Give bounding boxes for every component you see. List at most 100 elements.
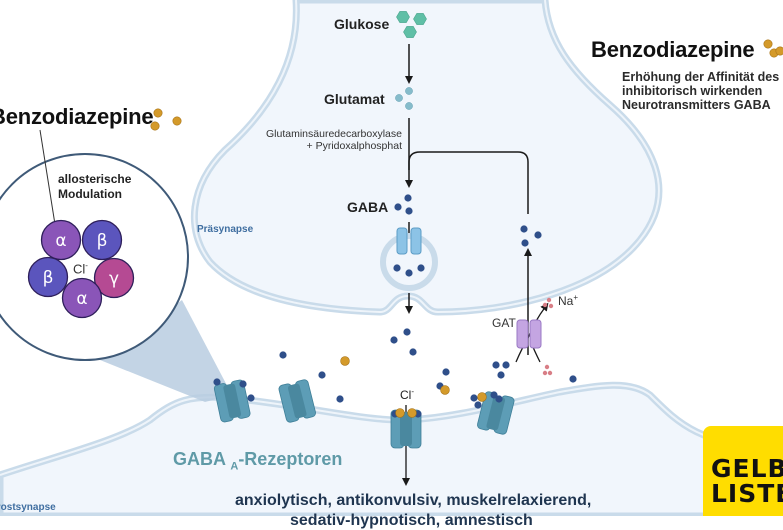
receptor-pore bbox=[287, 383, 307, 419]
gaba-molecule bbox=[405, 207, 413, 215]
sodium-symbol: Na bbox=[558, 294, 574, 308]
logo-line-1: GELBE bbox=[711, 454, 783, 483]
chloride-symbol: Cl bbox=[400, 388, 412, 402]
gaba-molecule bbox=[213, 378, 221, 386]
subunit-symbol: β bbox=[97, 231, 108, 251]
gaba-molecule bbox=[474, 401, 482, 409]
receptor-pore bbox=[400, 412, 412, 446]
gaba-a-receptor bbox=[213, 379, 251, 423]
benzodiazepine-molecule bbox=[395, 408, 405, 418]
vesicular-transporter bbox=[396, 227, 422, 255]
modulation-line-1: allosterische bbox=[58, 172, 132, 186]
subunit-beta bbox=[81, 219, 123, 261]
receptor-pore bbox=[223, 383, 242, 419]
sodium-ion bbox=[547, 370, 553, 376]
gaba-a-receptor bbox=[477, 391, 515, 435]
note-line: Erhöhung der Affinität des bbox=[622, 70, 780, 84]
receptor-main: GABA bbox=[173, 449, 226, 469]
postsynapse-label: Postsynapse bbox=[0, 502, 56, 513]
benzodiazepine-molecule bbox=[440, 385, 450, 395]
glucose-molecule bbox=[396, 11, 410, 23]
inset-chloride-charge: - bbox=[85, 261, 88, 270]
subunit-gamma bbox=[93, 257, 135, 299]
gaba-molecule bbox=[279, 351, 287, 359]
subunit-symbol: α bbox=[76, 289, 87, 309]
subunit-beta bbox=[27, 256, 69, 298]
gaba-molecule bbox=[239, 380, 247, 388]
synaptic-vesicle bbox=[380, 233, 438, 291]
gaba-molecule bbox=[442, 368, 450, 376]
glucose-molecule bbox=[403, 26, 417, 38]
gaba-molecule bbox=[569, 375, 577, 383]
glutamate-molecule bbox=[405, 102, 413, 110]
gaba-molecule bbox=[404, 194, 412, 202]
gaba-molecule bbox=[393, 264, 401, 272]
sodium-ion bbox=[546, 297, 552, 303]
gaba-molecule bbox=[336, 395, 344, 403]
sodium-label: Na+ bbox=[558, 293, 578, 308]
enzyme-label: Glutaminsäuredecarboxylase + Pyridoxalph… bbox=[262, 128, 402, 152]
benzodiazepine-title-left: Benzodiazepine bbox=[0, 104, 154, 129]
gaba-a-receptor bbox=[278, 379, 316, 423]
inset-chloride-symbol: Cl bbox=[73, 261, 86, 277]
modulation-line-2: Modulation bbox=[58, 187, 122, 201]
receptor-sub: A bbox=[230, 460, 239, 473]
gaba-molecule bbox=[495, 395, 503, 403]
sodium-ion bbox=[544, 364, 550, 370]
gaba-molecule bbox=[521, 239, 529, 247]
logo-line-2: LISTE bbox=[711, 479, 783, 508]
benzodiazepine-effect-note: Erhöhung der Affinität des inhibitorisch… bbox=[622, 70, 779, 112]
gat-transporter bbox=[516, 319, 542, 349]
allosteric-modulation-label: allosterische Modulation bbox=[58, 172, 131, 202]
subunit-symbol: γ bbox=[109, 269, 119, 289]
gaba-molecule bbox=[409, 348, 417, 356]
subunit-alpha bbox=[40, 219, 82, 261]
gat-label: GAT bbox=[492, 316, 516, 330]
note-line: inhibitorisch wirkenden bbox=[622, 84, 763, 98]
sodium-ion bbox=[542, 302, 548, 308]
gaba-molecule bbox=[405, 269, 413, 277]
gaba-molecule bbox=[492, 361, 500, 369]
presynaptic-terminal bbox=[190, 0, 663, 316]
glutamate-molecule bbox=[395, 94, 403, 102]
gaba-molecule bbox=[390, 336, 398, 344]
inset-chloride-label: Cl- bbox=[73, 261, 88, 276]
subunit-symbol: α bbox=[55, 231, 66, 251]
benzodiazepine-icon bbox=[172, 116, 182, 126]
gaba-label: GABA bbox=[347, 199, 389, 215]
gaba-molecule bbox=[403, 328, 411, 336]
receptor-pore bbox=[486, 395, 506, 431]
subunit-alpha bbox=[61, 277, 103, 319]
glutamate-molecule bbox=[405, 87, 413, 95]
benzodiazepine-molecule bbox=[340, 356, 350, 366]
gaba-molecule bbox=[318, 371, 326, 379]
sodium-ion bbox=[542, 370, 548, 376]
clinical-effects-line-1: anxiolytisch, antikonvulsiv, muskelrelax… bbox=[235, 492, 592, 509]
glucose-label: Glukose bbox=[334, 16, 390, 32]
gelbe-liste-logo: GELBE LISTE bbox=[703, 426, 783, 516]
inset-arrow bbox=[39, 129, 61, 241]
reuptake-loop-line bbox=[408, 151, 529, 214]
enzyme-line-1: Glutaminsäuredecarboxylase bbox=[266, 128, 402, 140]
benzodiazepine-icon bbox=[150, 121, 160, 131]
subunit-symbol: β bbox=[43, 268, 54, 288]
glucose-molecule bbox=[413, 13, 427, 25]
chloride-label: Cl- bbox=[400, 387, 414, 402]
benzodiazepine-molecule bbox=[477, 392, 487, 402]
benzodiazepine-molecule bbox=[407, 408, 417, 418]
sodium-charge: + bbox=[573, 293, 579, 302]
note-line: Neurotransmitters GABA bbox=[622, 98, 771, 112]
enzyme-line-2: + Pyridoxalphosphat bbox=[306, 140, 402, 152]
clinical-effects-line-2: sedativ-hypnotisch, amnestisch bbox=[290, 512, 533, 529]
gaba-molecule bbox=[520, 225, 528, 233]
gaba-molecule bbox=[534, 231, 542, 239]
presynapse-label: Präsynapse bbox=[197, 224, 254, 235]
benzodiazepine-icon bbox=[763, 39, 773, 49]
benzodiazepine-icon bbox=[153, 108, 163, 118]
glutamate-label: Glutamat bbox=[324, 91, 385, 107]
gaba-molecule bbox=[394, 203, 402, 211]
gaba-molecule bbox=[490, 391, 498, 399]
benzodiazepine-icon bbox=[775, 46, 783, 56]
gaba-molecule bbox=[497, 371, 505, 379]
